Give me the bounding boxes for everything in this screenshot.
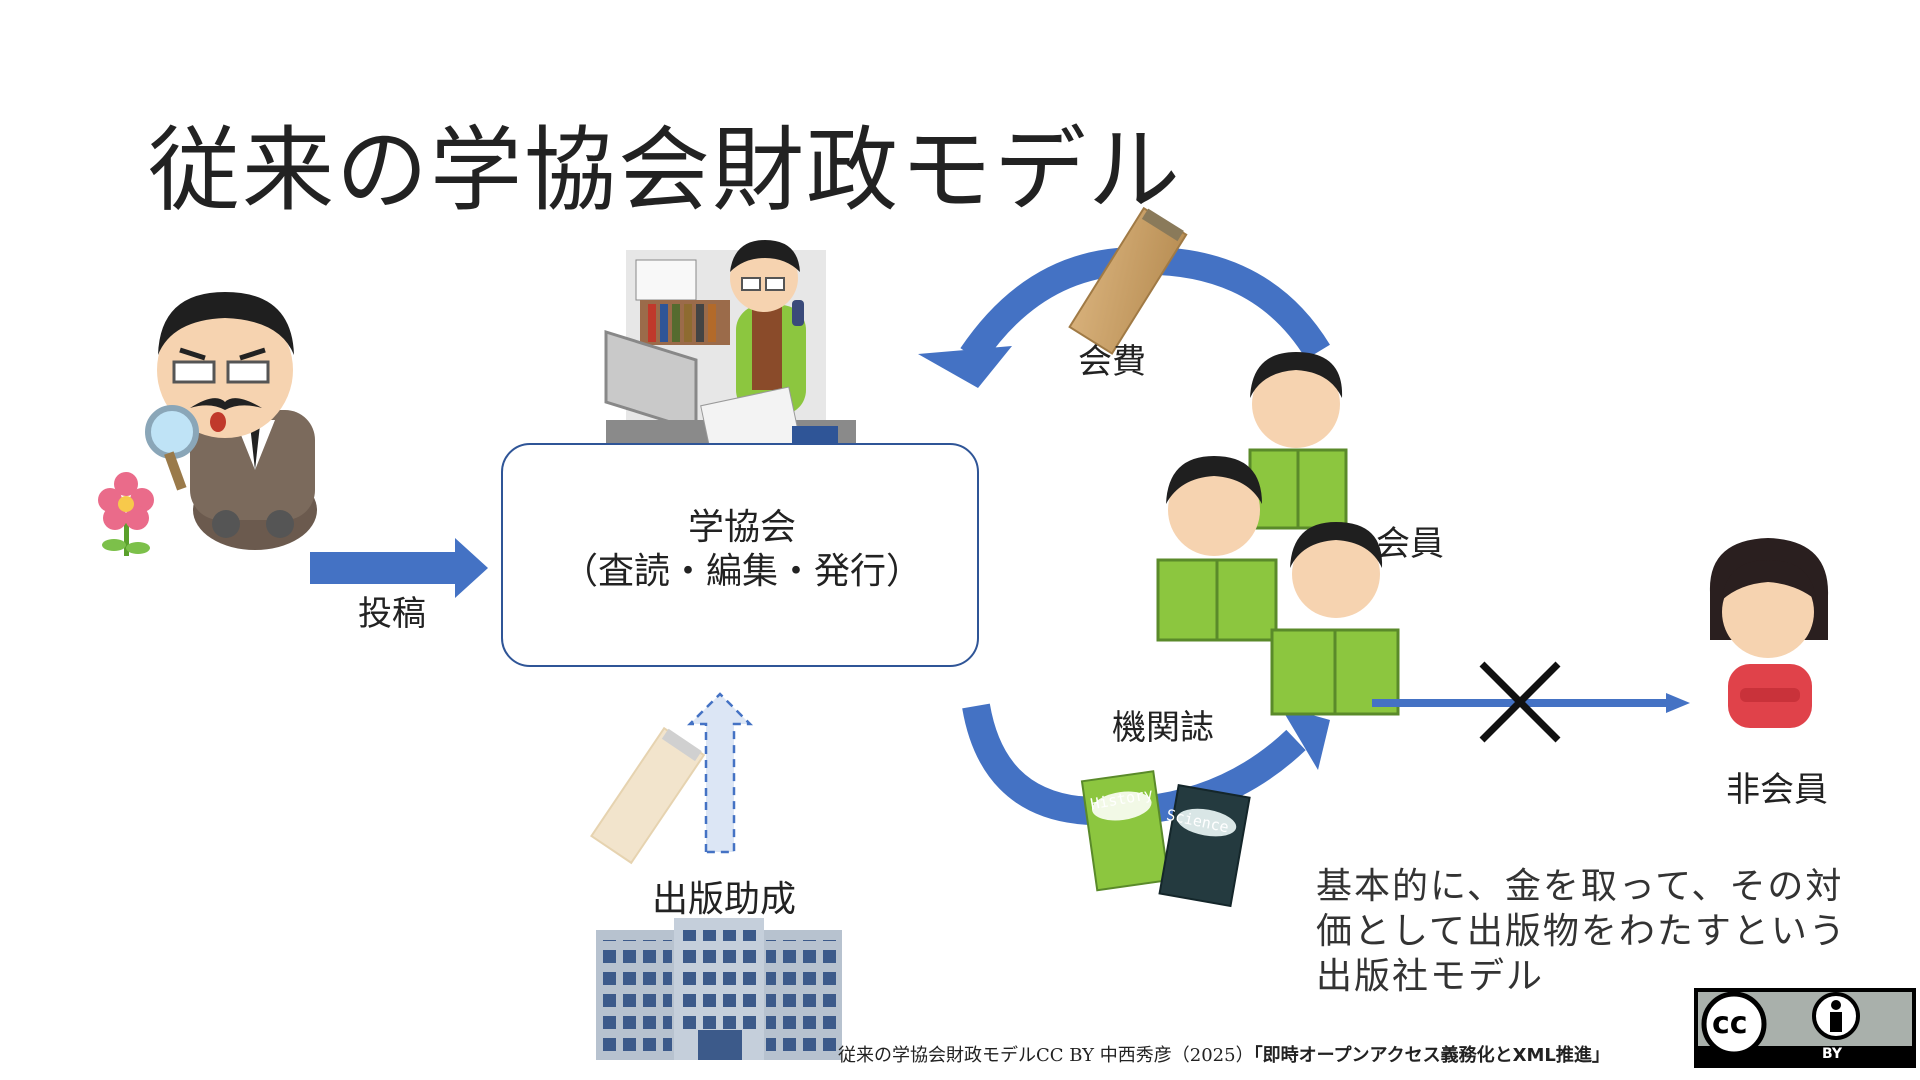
page-title: 従来の学協会財政モデル [148,117,1183,224]
society-roles: （査読・編集・発行） [561,551,922,592]
description-line-1: 基本的に、金を取って、その対 [1316,866,1844,907]
citation-footer: 従来の学協会財政モデルCC BY 中西秀彦（2025）「即時オープンアクセス義務… [838,1041,1610,1067]
non-member-illustration [1709,538,1829,728]
grant-envelope-illustration [590,726,706,865]
society-box [501,443,979,667]
publication-grant-label: 出版助成 [652,879,797,920]
non-member-label: 非会員 [1726,770,1828,810]
researcher-illustration [145,292,317,550]
cc-by-license-badge [1694,988,1916,1068]
blocked-cross-icon [1479,661,1561,743]
citation-text: 従来の学協会財政モデルCC BY 中西秀彦（2025） [838,1045,1254,1066]
model-description: 基本的に、金を取って、その対 価として出版物をわたすという 出版社モデル [1316,864,1847,999]
flower-illustration [98,472,154,556]
society-box-text: 学協会 （査読・編集・発行） [502,506,982,594]
fee-envelope-illustration [1068,206,1188,355]
members-illustration [1156,352,1400,716]
citation-title: 「即時オープンアクセス義務化とXML推進」 [1253,1045,1610,1066]
government-building-illustration [596,918,842,1060]
grant-arrow [686,692,754,854]
cc-logo-text: cc [1712,1006,1748,1041]
submission-label: 投稿 [358,594,426,634]
description-line-2: 価として出版物をわたすという [1316,911,1847,952]
membership-fee-label: 会費 [1078,342,1146,382]
journal-label: 機関誌 [1112,708,1214,748]
journal-loop-arrow [962,703,1306,826]
description-line-3: 出版社モデル [1316,956,1545,997]
journal-books-illustration [1080,770,1251,908]
society-name: 学協会 [687,507,796,548]
by-text: BY [1822,1046,1843,1062]
submission-arrow [310,538,488,598]
members-label: 会員 [1376,524,1444,564]
